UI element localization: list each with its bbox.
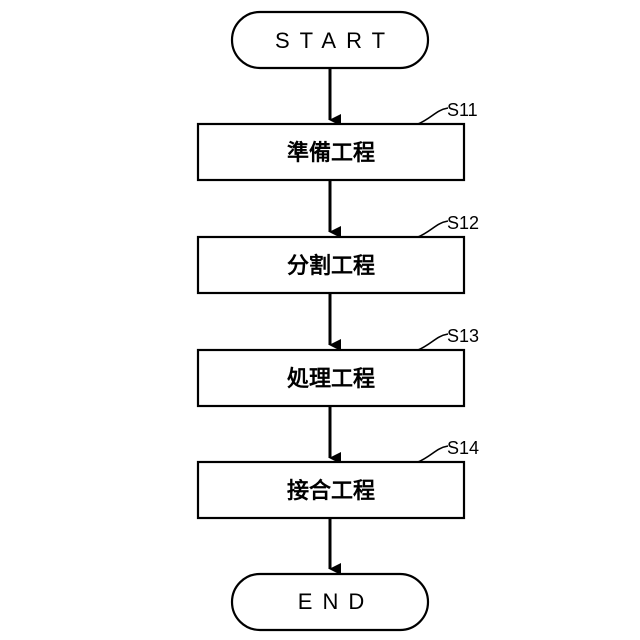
start-label: START [275, 28, 395, 53]
step-s13: 処理工程 S13 [198, 326, 479, 406]
step-s13-label: 処理工程 [287, 366, 375, 392]
end-label: END [298, 589, 374, 614]
step-s12-ref: S12 [447, 213, 479, 233]
step-s13-ref: S13 [447, 326, 479, 346]
end-terminal: END [232, 574, 428, 630]
step-s12-label: 分割工程 [287, 253, 375, 279]
step-s14-label: 接合工程 [287, 478, 375, 504]
step-s11-ref: S11 [447, 100, 478, 120]
step-s12: 分割工程 S12 [198, 213, 479, 293]
step-s12-leader [418, 221, 448, 237]
start-terminal: START [232, 12, 428, 68]
step-s14: 接合工程 S14 [198, 438, 479, 518]
step-s13-leader [418, 334, 448, 350]
step-s11: 準備工程 S11 [198, 100, 478, 180]
step-s14-ref: S14 [447, 438, 479, 458]
step-s14-leader [418, 446, 448, 462]
step-s11-leader [418, 108, 448, 124]
step-s11-label: 準備工程 [287, 140, 375, 166]
